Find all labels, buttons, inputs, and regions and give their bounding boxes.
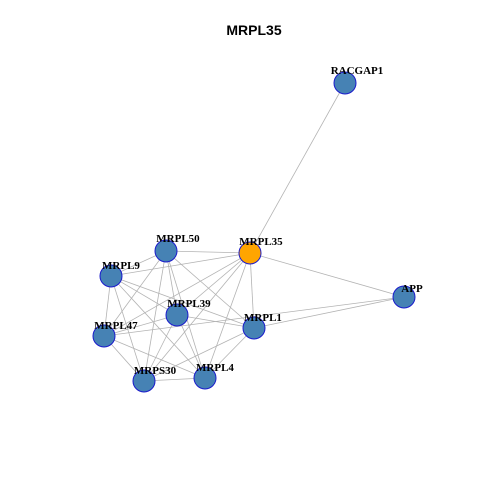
node-app[interactable] [392, 285, 416, 309]
graph-title: MRPL35 [226, 22, 281, 38]
node-mrpl1[interactable] [242, 316, 266, 340]
node-mrpl4[interactable] [193, 366, 217, 390]
node-mrpl35[interactable] [238, 241, 262, 265]
node-mrpl50[interactable] [154, 239, 178, 263]
edge-mrpl35-mrpl4 [204, 252, 251, 379]
edge-mrpl9-mrps30 [110, 275, 145, 382]
node-mrpl39[interactable] [165, 303, 189, 327]
node-racgap1[interactable] [333, 71, 357, 95]
edge-mrpl47-mrpl4 [103, 335, 206, 379]
edge-mrpl39-mrpl1 [176, 314, 255, 329]
edge-mrpl35-mrpl1 [249, 252, 255, 329]
edge-mrpl9-mrpl1 [110, 275, 255, 329]
node-label-app: APP [401, 283, 423, 295]
edge-mrpl1-mrpl4 [204, 327, 255, 379]
edge-mrpl1-mrps30 [143, 327, 255, 382]
node-label-mrpl9: MRPL9 [102, 260, 140, 272]
edge-mrpl35-mrpl50 [165, 250, 251, 254]
edge-mrpl50-mrps30 [143, 250, 167, 382]
node-label-mrpl1: MRPL1 [244, 312, 282, 324]
node-label-mrps30: MRPS30 [134, 365, 177, 377]
node-label-racgap1: RACGAP1 [331, 65, 384, 77]
edge-mrpl35-app [249, 252, 405, 298]
edge-mrpl50-mrpl47 [103, 250, 167, 337]
edge-mrpl35-racgap1 [249, 82, 346, 254]
edge-mrpl50-mrpl1 [165, 250, 255, 329]
edge-mrpl9-mrpl39 [110, 275, 178, 316]
edge-mrpl9-mrpl4 [110, 275, 206, 379]
edge-mrpl39-mrps30 [143, 314, 178, 382]
node-label-mrpl50: MRPL50 [156, 233, 200, 245]
edge-app-mrpl1 [253, 296, 405, 329]
node-label-mrpl4: MRPL4 [196, 362, 234, 374]
nodes-layer [92, 71, 416, 393]
edge-mrpl35-mrpl9 [110, 252, 251, 277]
node-mrps30[interactable] [132, 369, 156, 393]
node-label-mrpl39: MRPL39 [167, 298, 211, 310]
node-label-mrpl47: MRPL47 [94, 320, 138, 332]
edge-mrpl35-mrpl47 [103, 252, 251, 337]
node-mrpl9[interactable] [99, 264, 123, 288]
node-label-mrpl35: MRPL35 [239, 236, 283, 248]
edge-mrpl39-mrpl47 [103, 314, 178, 337]
node-mrpl47[interactable] [92, 324, 116, 348]
